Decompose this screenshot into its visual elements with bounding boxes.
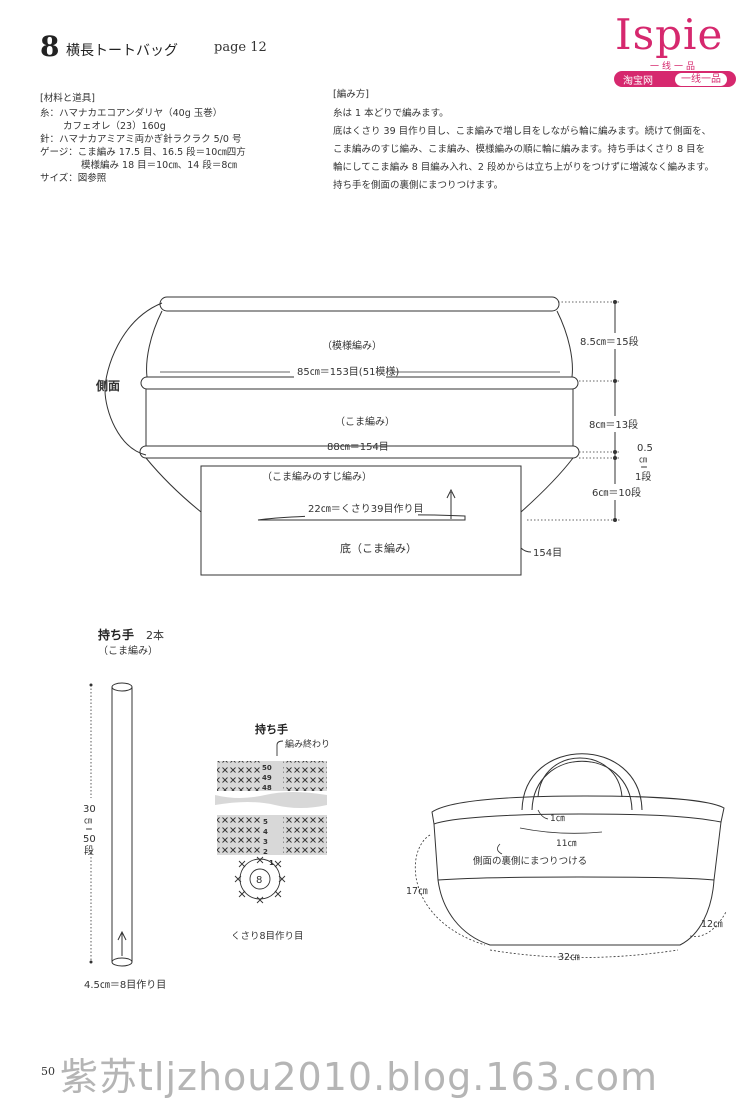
shop-badge-label: 一线一品: [675, 72, 727, 86]
chart-end-label: 編み終わり: [285, 738, 330, 750]
method-section: [編み方] 糸は 1 本どりで編みます。 底はくさり 39 目作り目し、こま編み…: [333, 88, 743, 195]
dim-suji-top: 0.5: [637, 443, 653, 454]
shop-name: 淘宝网: [623, 75, 653, 87]
suji-label: （こま編みのすじ編み）: [262, 470, 372, 483]
materials-line: 糸：ハマナカエコアンダリヤ（40g 玉巻）: [40, 108, 223, 119]
width-bracket: [489, 949, 679, 958]
method-line: 輪にしてこま編み 8 目編み入れ、2 段めからは立ち上がりをつけずに増減なく編み…: [333, 162, 715, 173]
brand-logo-subtitle: 一线一品: [650, 62, 699, 72]
dim-suji-cm: ㎝: [639, 455, 647, 464]
handle-length-cm: ㎝: [84, 816, 92, 825]
page-reference: page 12: [214, 40, 267, 55]
chart-row-label: 3: [263, 838, 268, 846]
dim-suji-eq: ＝: [640, 463, 648, 472]
bottom-rect: [200, 465, 522, 576]
pattern-section-outline: [146, 310, 573, 378]
bottom-label: 底（こま編み）: [340, 541, 417, 555]
handle-count: 2本: [146, 629, 164, 642]
handle-length-unit: 段: [84, 844, 94, 857]
handle-start: 4.5㎝＝8目作り目: [84, 979, 166, 991]
handle-diagram: 30 ㎝ ＝ 50 段 4.5㎝＝8目作り目: [83, 682, 166, 991]
method-line: 糸は 1 本どりで編みます。: [333, 108, 449, 119]
chart-row-one: 1: [269, 859, 274, 867]
chart-row-label: 49: [262, 774, 272, 782]
method-heading: [編み方]: [333, 89, 369, 100]
handle-crochet-chart: 編み終わり 50 49 48 5 4 3 2 1 8 くさり8目作り目: [215, 738, 330, 942]
bag-body-diagram: 側面 （模様編み） 85㎝＝153目(51模様) （こま編み） 88㎝＝154目…: [95, 296, 653, 576]
handle-front: [521, 753, 643, 811]
method-line: こま編みのすじ編み、こま編み、模様編みの順に輪に編みます。持ち手はくさり 8 目…: [333, 144, 706, 155]
bag-body: [433, 821, 722, 946]
watermark-text: 紫苏tljzhou2010.blog.163.com: [60, 1055, 659, 1099]
chart-row-label: 50: [262, 764, 272, 772]
materials-line: 針：ハマナカアミアミ両かぎ針ラクラク 5/0 号: [40, 134, 242, 145]
handle-length-rows: 50: [83, 834, 96, 845]
chart-row-label: 2: [263, 848, 268, 856]
footer-page-number: 50: [41, 1065, 55, 1078]
bag-depth: 12㎝: [701, 919, 723, 930]
bag-height: 17㎝: [406, 886, 428, 897]
materials-section: [材料と道具] 糸：ハマナカエコアンダリヤ（40g 玉巻） カフェオレ（23）1…: [40, 92, 320, 185]
method-line: 底はくさり 39 目作り目し、こま編みで増し目をしながら輪に編みます。続けて側面…: [333, 126, 712, 137]
sc-width: 88㎝＝154目: [327, 442, 389, 453]
dim-sc: 8㎝＝13段: [589, 418, 638, 431]
method-line: 持ち手を側面の裏側にまつりつけます。: [333, 180, 504, 191]
chart-title: 持ち手: [255, 723, 288, 736]
page-number-title: 8: [40, 30, 60, 63]
handle-title: 持ち手: [98, 628, 135, 642]
handle-length-eq: ＝: [85, 825, 93, 834]
bag-dim-11cm: 11㎝: [556, 839, 576, 849]
bag-rim: [431, 795, 725, 825]
band-line-1: [140, 376, 579, 390]
shop-badge: 淘宝网 一线一品: [614, 71, 736, 87]
bag-band: [437, 876, 715, 881]
dim-bottom: 6㎝＝10段: [592, 486, 641, 499]
pattern-label: （模様編み）: [322, 339, 382, 352]
chart-row-label: 48: [262, 784, 272, 792]
chart-start-label: くさり8目作り目: [231, 930, 304, 942]
bag-width: 32㎝: [558, 952, 580, 963]
dim-pattern: 8.5㎝＝15段: [580, 335, 639, 348]
handle-length-num: 30: [83, 804, 96, 815]
bag-dim-1cm: 1㎝: [550, 814, 565, 824]
side-bracket: [104, 302, 163, 456]
chart-row-label: 4: [263, 828, 268, 836]
bag-attach-note: 側面の裏側にまつりつける: [473, 855, 587, 867]
side-label: 側面: [95, 378, 120, 393]
chain-start-label: 22㎝＝くさり39目作り目: [308, 503, 423, 515]
handle-stitch: （こま編み）: [98, 646, 158, 657]
chart-center-count: 8: [256, 875, 262, 886]
direction-arrow: [446, 488, 456, 519]
top-rim: [159, 296, 560, 312]
dim-suji-row: 1段: [635, 470, 651, 483]
materials-line: 模様編み 18 目＝10㎝、14 段＝8㎝: [81, 160, 237, 171]
materials-line: カフェオレ（23）160g: [63, 121, 166, 132]
materials-line: サイズ：図参照: [40, 173, 107, 184]
chart-row-label: 5: [263, 818, 268, 826]
sc-label: （こま編み）: [335, 415, 395, 428]
page-title: 横長トートバッグ: [66, 43, 178, 59]
brand-logo: Ispie: [615, 10, 724, 59]
height-bracket: [414, 834, 486, 946]
handle-back: [537, 757, 623, 798]
materials-line: ゲージ：こま編み 17.5 目、16.5 段＝10㎝四方: [40, 147, 246, 158]
finished-bag-drawing: 1㎝ 11㎝ 側面の裏側にまつりつける 17㎝ 32㎝ 12㎝: [406, 753, 727, 963]
depth-bracket: [689, 911, 727, 937]
pattern-width: 85㎝＝153目(51模様): [297, 365, 399, 378]
materials-heading: [材料と道具]: [40, 93, 95, 104]
bottom-stitches: 154目: [533, 548, 562, 559]
